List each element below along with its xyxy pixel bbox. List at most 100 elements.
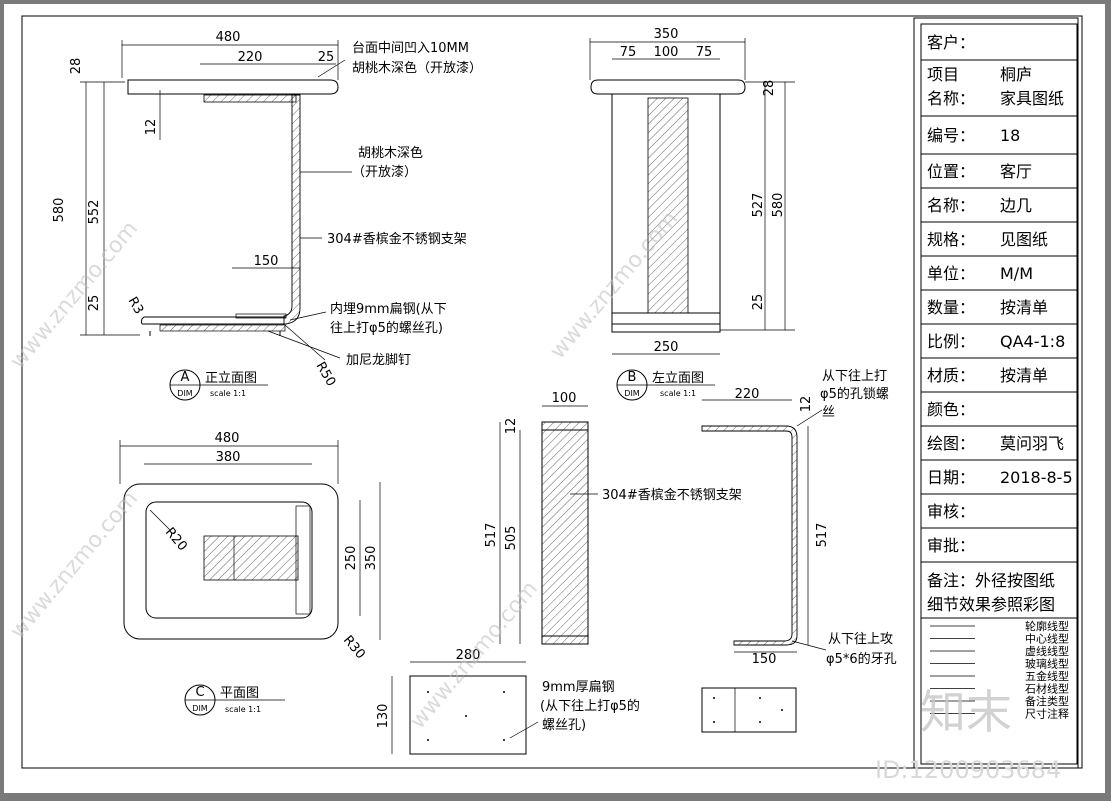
front-dim-height-total: 580 bbox=[52, 198, 67, 223]
drawing-border bbox=[21, 15, 1083, 769]
plate-note-3: 螺丝孔) bbox=[542, 718, 586, 733]
left-label-sub: DIM bbox=[624, 389, 640, 398]
detail-plate: 280 130 9mm厚扁钢 (从下往上打φ5的 螺丝孔) bbox=[376, 648, 797, 755]
detail-post: 100 517 505 12 304#香槟金不锈钢支架 bbox=[484, 391, 742, 645]
plan-dim-inner-width: 380 bbox=[216, 450, 241, 465]
tb-label-3: 位置： bbox=[927, 162, 975, 181]
legend-label-6: 备注类型 bbox=[1025, 694, 1069, 708]
tb-label-13: 审核： bbox=[927, 502, 975, 521]
left-dim-b: 100 bbox=[654, 45, 679, 60]
legend-label-3: 玻璃线型 bbox=[1025, 657, 1069, 671]
frame-note-top-1: 从下往上打 bbox=[822, 369, 887, 384]
front-dim-mid-width: 220 bbox=[238, 50, 263, 65]
front-note-wood: 胡桃木深色 bbox=[358, 145, 423, 161]
post-dim-width: 100 bbox=[552, 391, 577, 406]
post-note-steel: 304#香槟金不锈钢支架 bbox=[602, 487, 742, 503]
tb-value-11: 莫问羽飞 bbox=[1000, 434, 1064, 453]
tb-value-4: 边几 bbox=[1000, 196, 1032, 215]
left-dim-top-width: 350 bbox=[654, 27, 679, 42]
front-dim-foot-width: 150 bbox=[254, 254, 279, 269]
frame-dim-foot: 150 bbox=[752, 652, 777, 667]
watermark-id: ID:1200903684 bbox=[875, 756, 1061, 784]
legend-label-0: 轮廓线型 bbox=[1025, 619, 1069, 633]
post-dim-height-total: 517 bbox=[484, 523, 499, 548]
frame-dim-top: 12 bbox=[799, 396, 814, 413]
plan-dim-depth-inner: 250 bbox=[344, 546, 359, 571]
legend-label-1: 中心线型 bbox=[1025, 632, 1069, 646]
tb-value-12: 2018-8-5 bbox=[1000, 468, 1073, 487]
front-radius-small: R3 bbox=[125, 295, 147, 317]
front-note-top-recess: 台面中间凹入10MM bbox=[352, 41, 469, 56]
plan-dim-outer-width: 480 bbox=[215, 431, 240, 446]
left-label-scale: scale 1:1 bbox=[660, 389, 696, 398]
tb-label-1-b: 名称： bbox=[927, 89, 975, 108]
tb-value-3: 客厅 bbox=[1000, 162, 1032, 181]
tb-label-8: 比例： bbox=[927, 332, 975, 351]
tb-label-14: 审批： bbox=[927, 536, 975, 555]
legend-label-4: 五金线型 bbox=[1025, 669, 1069, 683]
front-label-name: 正立面图 bbox=[205, 371, 257, 386]
tb-value-1-a: 桐庐 bbox=[1000, 65, 1032, 84]
watermark-brand: 知末 bbox=[920, 685, 1012, 739]
front-note-top-finish: 胡桃木深色（开放漆） bbox=[352, 60, 482, 76]
tb-value-6: M/M bbox=[1000, 264, 1033, 283]
frame-dim-width: 220 bbox=[735, 387, 760, 402]
tb-label-11: 绘图： bbox=[927, 434, 975, 453]
plan-label-name: 平面图 bbox=[220, 686, 259, 701]
plan-label-scale: scale 1:1 bbox=[225, 705, 261, 714]
front-label-letter: A bbox=[181, 370, 190, 385]
tb-value-9: 按清单 bbox=[1000, 366, 1048, 385]
left-label-letter: B bbox=[628, 370, 637, 385]
tb-label-4: 名称： bbox=[927, 196, 975, 215]
front-elevation: 480 220 25 580 552 28 25 12 150 R3 R50 bbox=[52, 30, 482, 401]
tb-label-0: 客户： bbox=[927, 33, 975, 52]
front-note-steel: 304#香槟金不锈钢支架 bbox=[327, 231, 467, 247]
left-dim-top-thickness: 28 bbox=[762, 80, 777, 97]
plan-label-sub: DIM bbox=[192, 704, 208, 713]
tb-value-7: 按清单 bbox=[1000, 298, 1048, 317]
detail-frame: 220 517 12 150 从下往上打 φ5的孔锁螺 丝 从下往上攻 φ5*6… bbox=[701, 369, 897, 667]
plan-label-letter: C bbox=[195, 685, 204, 700]
left-dim-height-total: 580 bbox=[771, 193, 786, 218]
post-dim-height-inner: 505 bbox=[504, 526, 519, 551]
plate-note-1: 9mm厚扁钢 bbox=[542, 680, 615, 695]
frame-note-bottom-2: φ5*6的牙孔 bbox=[826, 651, 897, 667]
frame-note-top-3: 丝 bbox=[822, 405, 835, 420]
front-dim-top-width: 480 bbox=[216, 30, 241, 45]
plate-dim-width: 280 bbox=[456, 648, 481, 663]
tb-label-9: 材质： bbox=[927, 366, 975, 385]
left-label-name: 左立面图 bbox=[652, 371, 704, 386]
tb-label-2: 编号： bbox=[927, 126, 975, 145]
front-note-flatbar-1: 内埋9mm扁钢(从下 bbox=[330, 301, 447, 317]
tb-label-6: 单位： bbox=[927, 264, 975, 283]
front-label-scale: scale 1:1 bbox=[210, 389, 246, 398]
tb-value-1-b: 家具图纸 bbox=[1000, 89, 1064, 108]
post-dim-top: 12 bbox=[504, 418, 519, 435]
tb-label-12: 日期： bbox=[927, 468, 975, 487]
front-label-sub: DIM bbox=[177, 389, 193, 398]
frame-dim-height: 517 bbox=[815, 523, 830, 548]
title-block: 客户：项目名称：桐庐家具图纸编号：18位置：客厅名称：边几规格：见图纸单位：M/… bbox=[913, 17, 1079, 769]
legend-label-7: 尺寸注释 bbox=[1025, 707, 1069, 721]
left-dim-c: 75 bbox=[696, 45, 713, 60]
front-note-flatbar-2: 往上打φ5的螺丝孔) bbox=[330, 320, 443, 336]
front-note-wood-finish: （开放漆） bbox=[352, 164, 417, 180]
legend-label-5: 石材线型 bbox=[1025, 682, 1069, 696]
plate-note-2: (从下往上打φ5的 bbox=[540, 698, 640, 714]
left-dim-base-width: 250 bbox=[654, 340, 679, 355]
left-dim-a: 75 bbox=[620, 45, 637, 60]
plan-dim-depth-outer: 350 bbox=[364, 546, 379, 571]
frame-note-top-2: φ5的孔锁螺 bbox=[820, 386, 889, 402]
tb-value-2: 18 bbox=[1000, 126, 1020, 145]
plate-dim-height: 130 bbox=[376, 704, 391, 729]
front-dim-top-thickness: 28 bbox=[69, 58, 84, 75]
tb-value-8: QA4-1:8 bbox=[1000, 332, 1065, 351]
front-dim-edge: 25 bbox=[318, 50, 335, 65]
left-dim-foot-height: 25 bbox=[751, 294, 766, 311]
tb-label-5: 规格： bbox=[927, 230, 975, 249]
tb-label-7: 数量： bbox=[927, 298, 975, 317]
left-elevation: 350 75 100 75 527 580 28 25 250 B DIM 左立… bbox=[589, 27, 795, 401]
tb-label-10: 颜色： bbox=[927, 400, 975, 419]
front-dim-height-inner: 552 bbox=[87, 200, 102, 225]
